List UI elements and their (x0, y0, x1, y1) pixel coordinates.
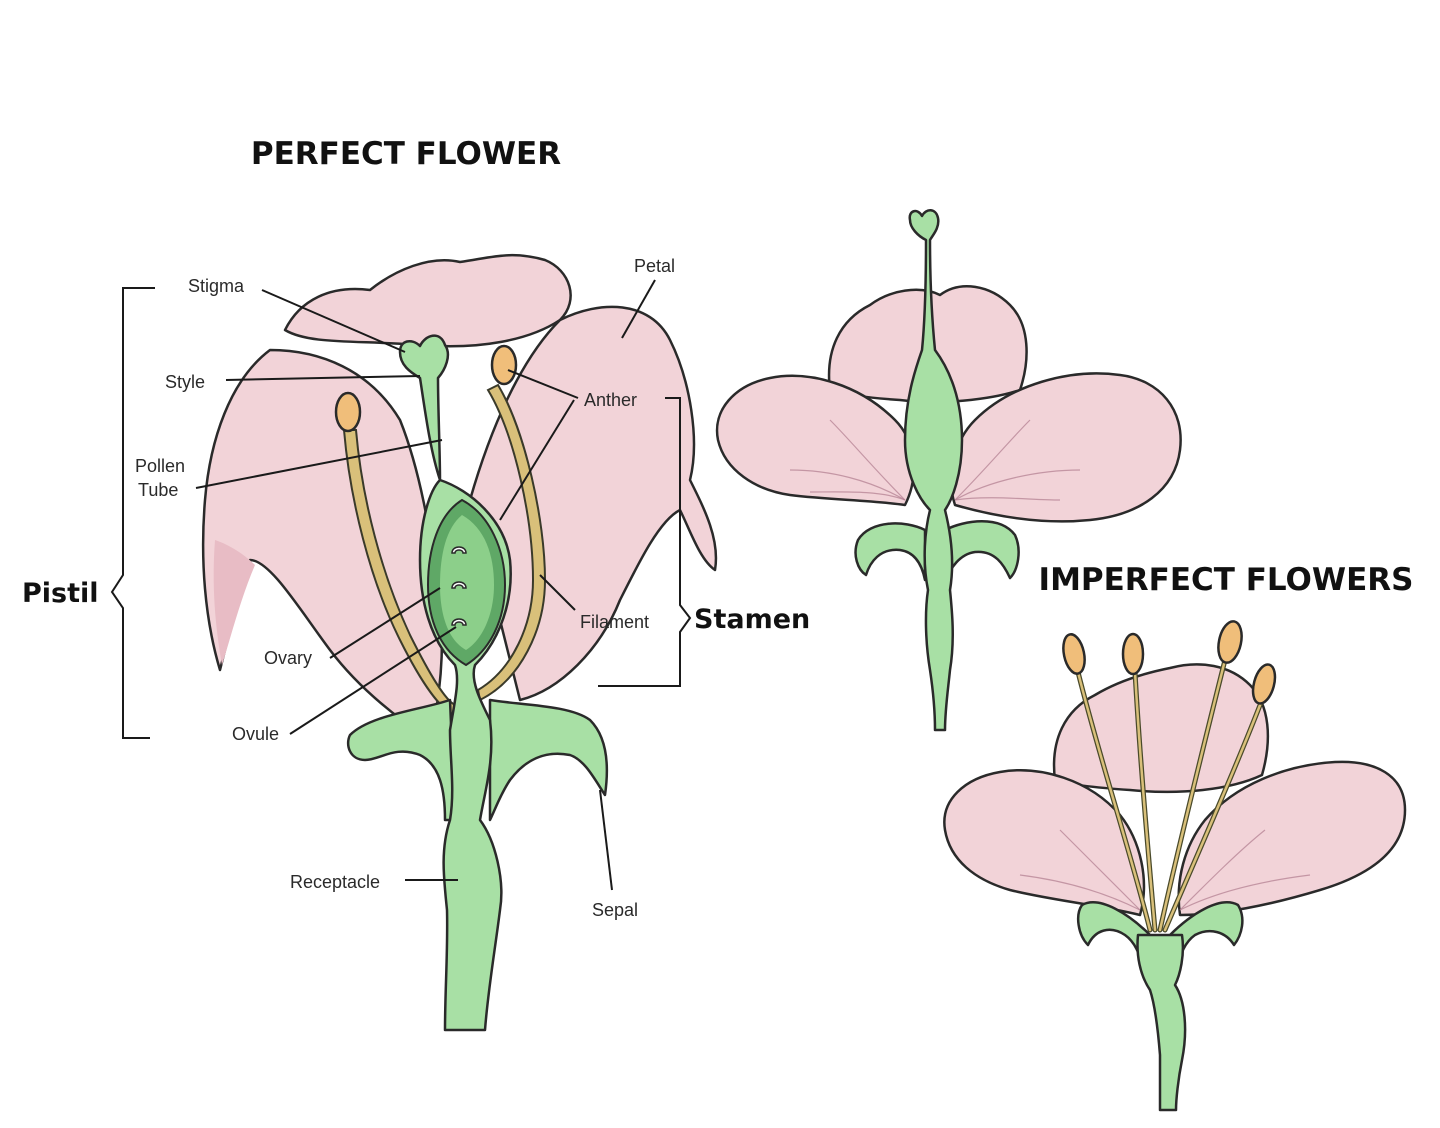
left-anther (334, 391, 362, 433)
female-left-vein-2 (829, 419, 906, 501)
female-right-vein-2 (954, 419, 1031, 501)
male-right-vein-1 (1179, 874, 1311, 911)
pollen-tube-label-2: Tube (138, 480, 178, 500)
stamen-label: Stamen (694, 604, 810, 635)
ovules (451, 546, 467, 626)
female-left-sepal (854, 522, 927, 582)
right-sepal (488, 698, 609, 822)
ovule-3 (451, 618, 467, 626)
filament-line (539, 574, 576, 611)
anther-line-2 (499, 399, 575, 521)
female-left-vein-1 (789, 469, 906, 501)
filament-label: Filament (580, 612, 649, 632)
stigma-line (261, 289, 406, 353)
ovule-line (289, 626, 457, 735)
female-right-petal (949, 372, 1182, 523)
pollen-tube-label-1: Pollen (135, 456, 185, 476)
imperfect-flower-female (715, 209, 1182, 732)
anther-label: Anther (584, 390, 637, 410)
male-right-petal (1177, 760, 1407, 917)
ovule-1 (451, 546, 467, 554)
ovary-line (329, 587, 441, 659)
left-petal (201, 348, 444, 742)
male-back-petal (1052, 663, 1270, 794)
sepal-line (599, 789, 613, 891)
male-anther-1 (1062, 633, 1086, 675)
pistil-bracket (110, 287, 155, 739)
female-right-vein-1 (954, 469, 1081, 501)
male-filaments-fill (1076, 658, 1264, 932)
style-label: Style (165, 372, 205, 392)
sepal-label: Sepal (592, 900, 638, 920)
imperfect-flower-male (943, 620, 1407, 1112)
stamen-bracket (598, 397, 692, 687)
back-petal (283, 253, 572, 348)
left-sepal (346, 698, 457, 822)
male-right-vein-2 (1179, 829, 1266, 911)
perfect-flower-title: PERFECT FLOWER (251, 136, 561, 172)
receptacle-label: Receptacle (290, 872, 380, 892)
male-left-vein-1 (1019, 874, 1141, 911)
female-right-vein-3 (954, 497, 1061, 501)
male-anther-2 (1121, 632, 1145, 676)
male-left-petal (943, 769, 1146, 917)
anther-line-1 (507, 369, 579, 399)
female-left-vein-3 (809, 491, 906, 501)
female-left-petal (715, 374, 915, 507)
imperfect-flowers-title: IMPERFECT FLOWERS (1039, 562, 1414, 598)
male-anther-3 (1217, 620, 1243, 664)
pistil-label: Pistil (22, 578, 99, 609)
petal-line (621, 279, 656, 339)
male-left-sepal (1076, 901, 1152, 967)
stigma-label: Stigma (188, 276, 245, 296)
petal-label: Petal (634, 256, 675, 276)
male-anther-4 (1251, 663, 1277, 705)
left-petal-shade (213, 540, 255, 665)
pollen-tube-line (195, 439, 443, 489)
ovary-label: Ovary (264, 648, 312, 668)
right-anther (490, 344, 518, 386)
male-stem (1136, 933, 1187, 1112)
male-right-sepal (1168, 901, 1244, 967)
male-left-vein-2 (1059, 829, 1141, 911)
pistil-body (398, 334, 512, 1032)
female-right-sepal (943, 520, 1020, 584)
ovule-label: Ovule (232, 724, 279, 744)
female-pistil (903, 209, 964, 732)
ovule-2 (451, 581, 467, 589)
perfect-flower: Stigma Style Pollen Tube Ovary Ovule Pet… (22, 253, 810, 1032)
style-line (225, 375, 421, 381)
